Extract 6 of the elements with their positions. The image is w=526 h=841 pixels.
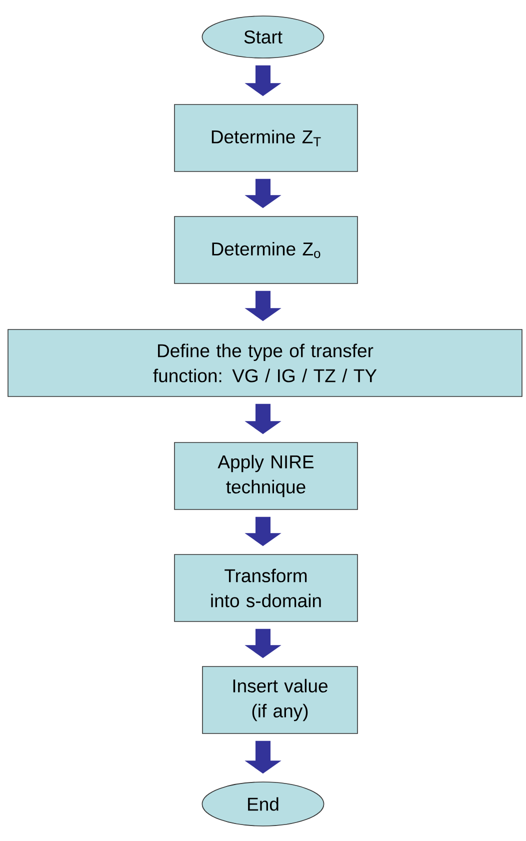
process-box: Apply NIRE technique xyxy=(174,442,358,510)
process-box: Insert value (if any) xyxy=(202,666,358,734)
process-box: Define the type of transfer function: VG / IG / TZ / TY xyxy=(8,329,522,397)
process-box: Determine Z$_{T}$ xyxy=(174,104,358,172)
process-box: Determine Z$_{o}$ xyxy=(174,216,358,284)
process-box: Transform into s-domain xyxy=(174,554,358,622)
